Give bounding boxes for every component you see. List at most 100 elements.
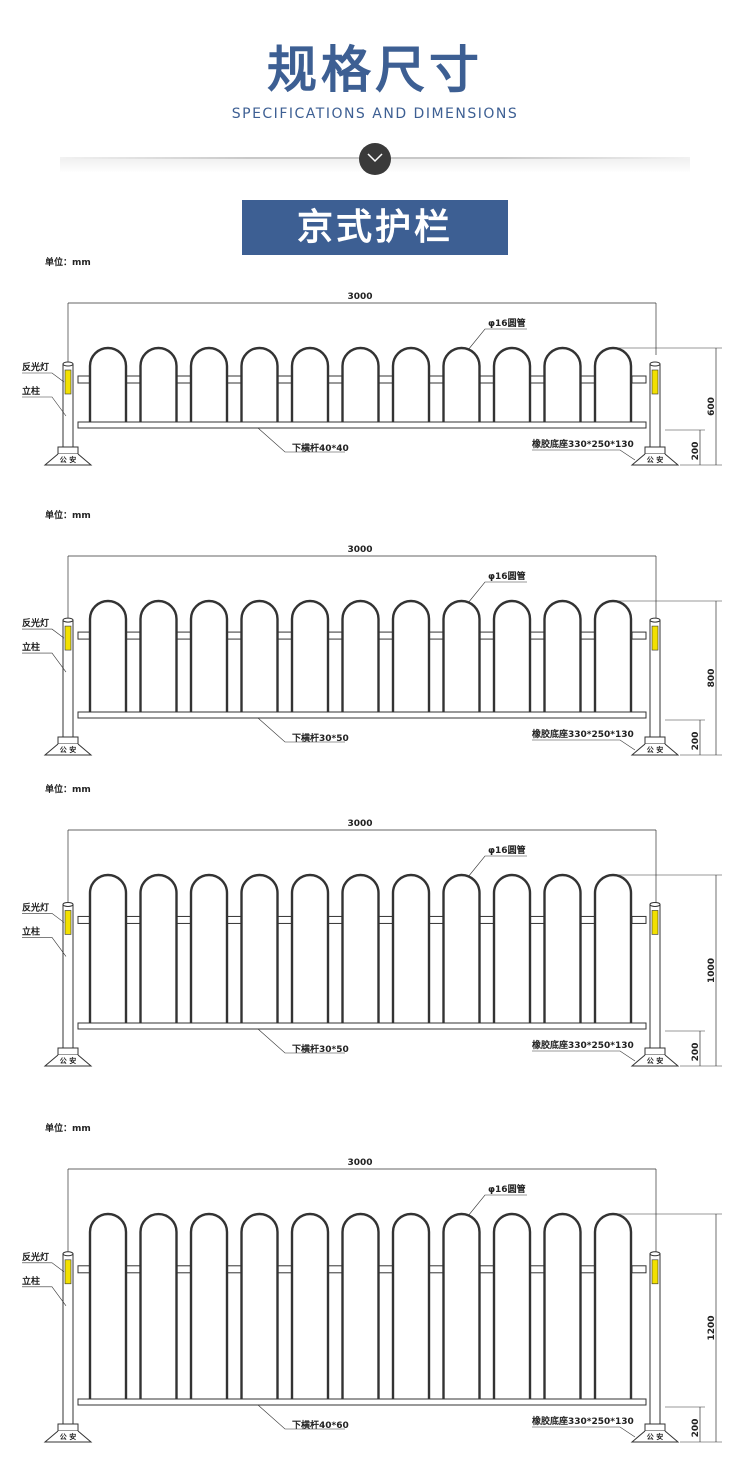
mid-crossbar bbox=[277, 375, 293, 384]
rail-leader bbox=[257, 1404, 345, 1430]
mid-crossbar bbox=[226, 631, 242, 640]
arch-tube-highlight bbox=[548, 351, 577, 422]
arch-tube bbox=[341, 599, 380, 712]
post-cap bbox=[649, 1251, 661, 1257]
rail-callout: 下横杆30*50 bbox=[292, 1043, 349, 1055]
chevron-down-button[interactable] bbox=[359, 143, 391, 175]
base-mark: 公 安 bbox=[647, 745, 663, 754]
base-mark: 公 安 bbox=[60, 745, 76, 754]
height-dimension-label: 1000 bbox=[707, 958, 717, 983]
reflector bbox=[651, 910, 659, 935]
arch-tube bbox=[543, 346, 582, 422]
arch-tube bbox=[341, 346, 380, 422]
base-top bbox=[57, 446, 79, 455]
arch-tube bbox=[391, 346, 431, 422]
mid-crossbar bbox=[378, 631, 394, 640]
arch-tube bbox=[189, 1212, 229, 1399]
base-callout: 橡胶底座330*250*130 bbox=[532, 1039, 634, 1051]
base-leader bbox=[532, 1426, 636, 1438]
arch-tube bbox=[189, 873, 229, 1023]
arch-tube-highlight bbox=[447, 351, 476, 422]
arch-tube bbox=[88, 346, 128, 422]
arch-tube bbox=[492, 599, 532, 712]
mid-crossbar bbox=[277, 915, 293, 924]
mid-crossbar bbox=[529, 915, 545, 924]
post-cap bbox=[649, 901, 661, 907]
arch-tube-highlight bbox=[144, 351, 173, 422]
rubber-base bbox=[43, 453, 93, 466]
arch-tube-highlight bbox=[396, 351, 426, 422]
mid-bracket-left bbox=[77, 915, 91, 924]
arch-tube-highlight bbox=[548, 604, 577, 712]
width-dimension-label: 3000 bbox=[347, 545, 372, 555]
mid-crossbar bbox=[580, 375, 596, 384]
arch-tube-highlight bbox=[93, 604, 123, 712]
reflector-callout: 反光灯 bbox=[22, 617, 49, 629]
height-dimension-label: 600 bbox=[707, 397, 717, 416]
base-top bbox=[644, 1423, 666, 1432]
width-dimension-label: 3000 bbox=[347, 1158, 372, 1168]
post-cap bbox=[62, 1251, 74, 1257]
mid-crossbar bbox=[226, 1265, 242, 1274]
tube-callout: φ16圆管 bbox=[488, 570, 526, 582]
rail-callout: 下横杆40*40 bbox=[292, 442, 349, 454]
rubber-base bbox=[43, 743, 93, 756]
arch-tube bbox=[139, 599, 178, 712]
arch-tube-highlight bbox=[548, 1217, 577, 1399]
mid-crossbar bbox=[176, 375, 192, 384]
mid-crossbar bbox=[529, 375, 545, 384]
rail-leader bbox=[257, 427, 345, 453]
base-mark: 公 安 bbox=[647, 1432, 663, 1441]
arch-tube bbox=[139, 1212, 178, 1399]
arch-tube-highlight bbox=[295, 878, 325, 1023]
arch-tube-highlight bbox=[598, 878, 628, 1023]
mid-bracket-left bbox=[77, 375, 91, 384]
arch-tube-highlight bbox=[194, 1217, 224, 1399]
arch-tube-highlight bbox=[295, 351, 325, 422]
mid-crossbar bbox=[479, 631, 495, 640]
arch-tube bbox=[88, 1212, 128, 1399]
fence-drawing-3: 单位：mm30001000200公 安公 安反光灯立柱下横杆30*50φ16圆管… bbox=[22, 783, 722, 1067]
arch-tube bbox=[543, 1212, 582, 1399]
mid-crossbar bbox=[226, 915, 242, 924]
post-callout: 立柱 bbox=[22, 641, 40, 653]
mid-crossbar bbox=[428, 915, 444, 924]
arch-tube-highlight bbox=[598, 604, 628, 712]
post-callout: 立柱 bbox=[22, 385, 40, 397]
chevron-down-icon bbox=[367, 153, 383, 163]
rubber-base bbox=[630, 453, 680, 466]
base-leader bbox=[532, 739, 636, 751]
arch-tube bbox=[189, 599, 229, 712]
tube-callout: φ16圆管 bbox=[488, 844, 526, 856]
width-dimension-label: 3000 bbox=[347, 292, 372, 302]
mid-crossbar bbox=[176, 631, 192, 640]
reflector-leader bbox=[22, 628, 65, 639]
tube-leader bbox=[467, 855, 527, 878]
arch-tube bbox=[442, 873, 481, 1023]
reflector bbox=[651, 625, 659, 651]
reflector-leader bbox=[22, 913, 65, 923]
base-mark: 公 安 bbox=[60, 1432, 76, 1441]
post-cap bbox=[62, 617, 74, 623]
arch-tube-highlight bbox=[295, 604, 325, 712]
mid-bracket-right bbox=[631, 631, 647, 640]
arch-tube-highlight bbox=[93, 1217, 123, 1399]
bottom-rail bbox=[77, 421, 647, 429]
bottom-rail bbox=[77, 1022, 647, 1030]
mid-crossbar bbox=[378, 915, 394, 924]
arch-tube bbox=[442, 1212, 481, 1399]
base-leader bbox=[532, 1050, 636, 1062]
mid-crossbar bbox=[176, 1265, 192, 1274]
base-top bbox=[57, 736, 79, 745]
arch-tube bbox=[290, 599, 330, 712]
arch-tube bbox=[290, 1212, 330, 1399]
arch-tube bbox=[240, 599, 279, 712]
arch-tube bbox=[391, 599, 431, 712]
tube-callout: φ16圆管 bbox=[488, 1183, 526, 1195]
base-mark: 公 安 bbox=[60, 1056, 76, 1065]
base-top bbox=[644, 1047, 666, 1056]
fence-drawing-4: 单位：mm30001200200公 安公 安反光灯立柱下横杆40*60φ16圆管… bbox=[22, 1122, 722, 1443]
unit-label: 单位：mm bbox=[45, 256, 91, 268]
mid-crossbar bbox=[226, 375, 242, 384]
